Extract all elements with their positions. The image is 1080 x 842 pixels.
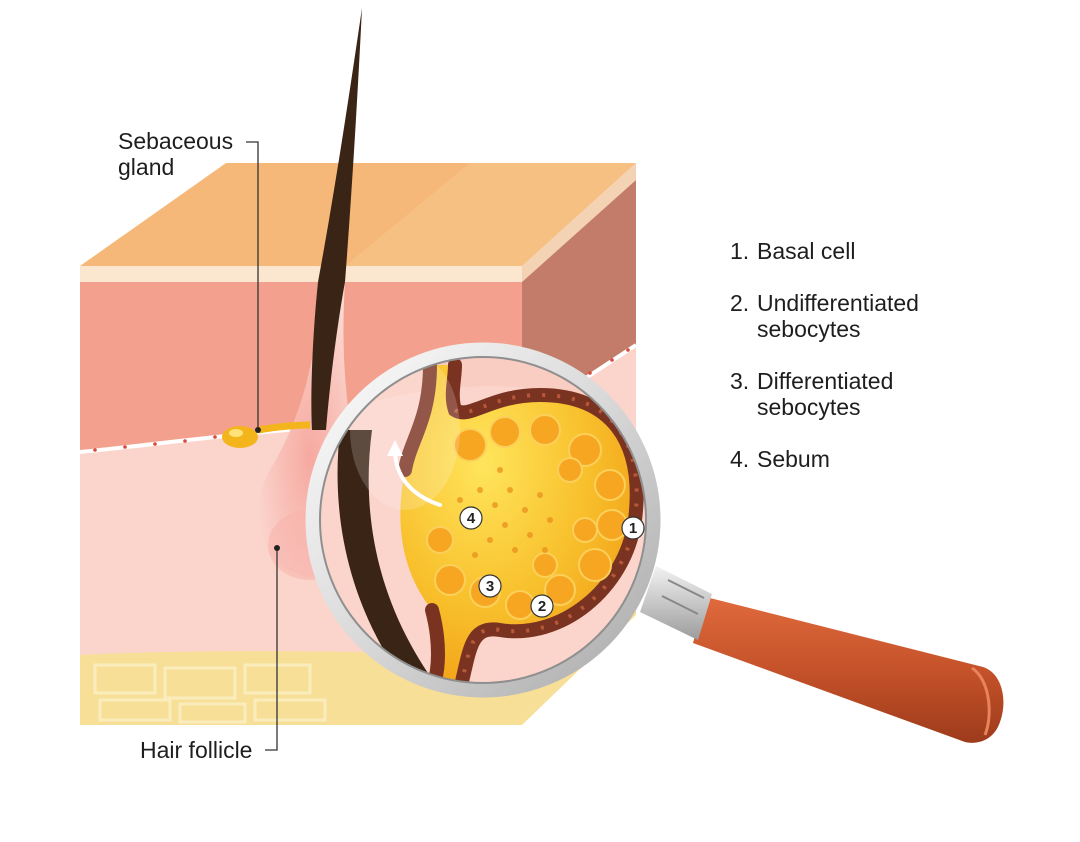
sebaceous-leader-line [246,141,259,430]
sebaceous-gland-small [222,421,311,448]
hair-shaft [311,8,362,430]
legend-number: 3. [730,368,750,394]
magnifier-handle [693,597,1004,743]
legend-text-line2: sebocytes [757,394,861,420]
sebum-flow-arrow [393,448,442,507]
legend-text: Undifferentiated [757,290,919,316]
sebaceous-gland-label-line1: Sebaceous [118,128,234,154]
magnified-hair-shaft [337,430,440,683]
sebaceous-gland-label-line2: gland [118,154,175,180]
magnifying-glass [305,342,1004,743]
legend-item-sebum: 4. Sebum [730,446,1030,472]
fat-cells [93,663,327,724]
legend-text: Differentiated [757,368,894,394]
legend-text: Basal cell [757,238,856,264]
skin-top-highlight [345,163,636,266]
legend-number: 1. [730,238,750,264]
svg-text:2: 2 [538,598,546,615]
hair-follicle-label: Hair follicle [140,737,253,763]
marker-3: 3 [478,574,502,598]
follicle-leader-line [265,548,278,751]
sebaceous-gland-label: Sebaceous gland [118,128,288,180]
svg-text:4: 4 [467,510,476,527]
magnifier-ring [305,342,661,698]
legend-text: Sebum [757,446,830,472]
svg-text:3: 3 [486,578,494,595]
marker-2: 2 [530,594,554,618]
legend-item-undifferentiated-sebocytes: 2. Undifferentiated sebocytes [730,290,1030,342]
marker-1: 1 [621,516,645,540]
epidermis-band-side [522,163,636,282]
legend-number: 2. [730,290,750,316]
svg-text:1: 1 [629,520,637,537]
legend: 1. Basal cell 2. Undifferentiated sebocy… [730,238,1030,498]
legend-item-basal-cell: 1. Basal cell [730,238,1030,264]
epidermis-band [80,266,522,282]
legend-number: 4. [730,446,750,472]
leader-lines [246,141,280,751]
sebocyte-cells [426,414,628,620]
boundary-dots [93,348,630,452]
marker-4: 4 [459,506,483,530]
legend-text-line2: sebocytes [757,316,861,342]
legend-item-differentiated-sebocytes: 3. Differentiated sebocytes [730,368,1030,420]
magnified-gland [320,357,646,683]
